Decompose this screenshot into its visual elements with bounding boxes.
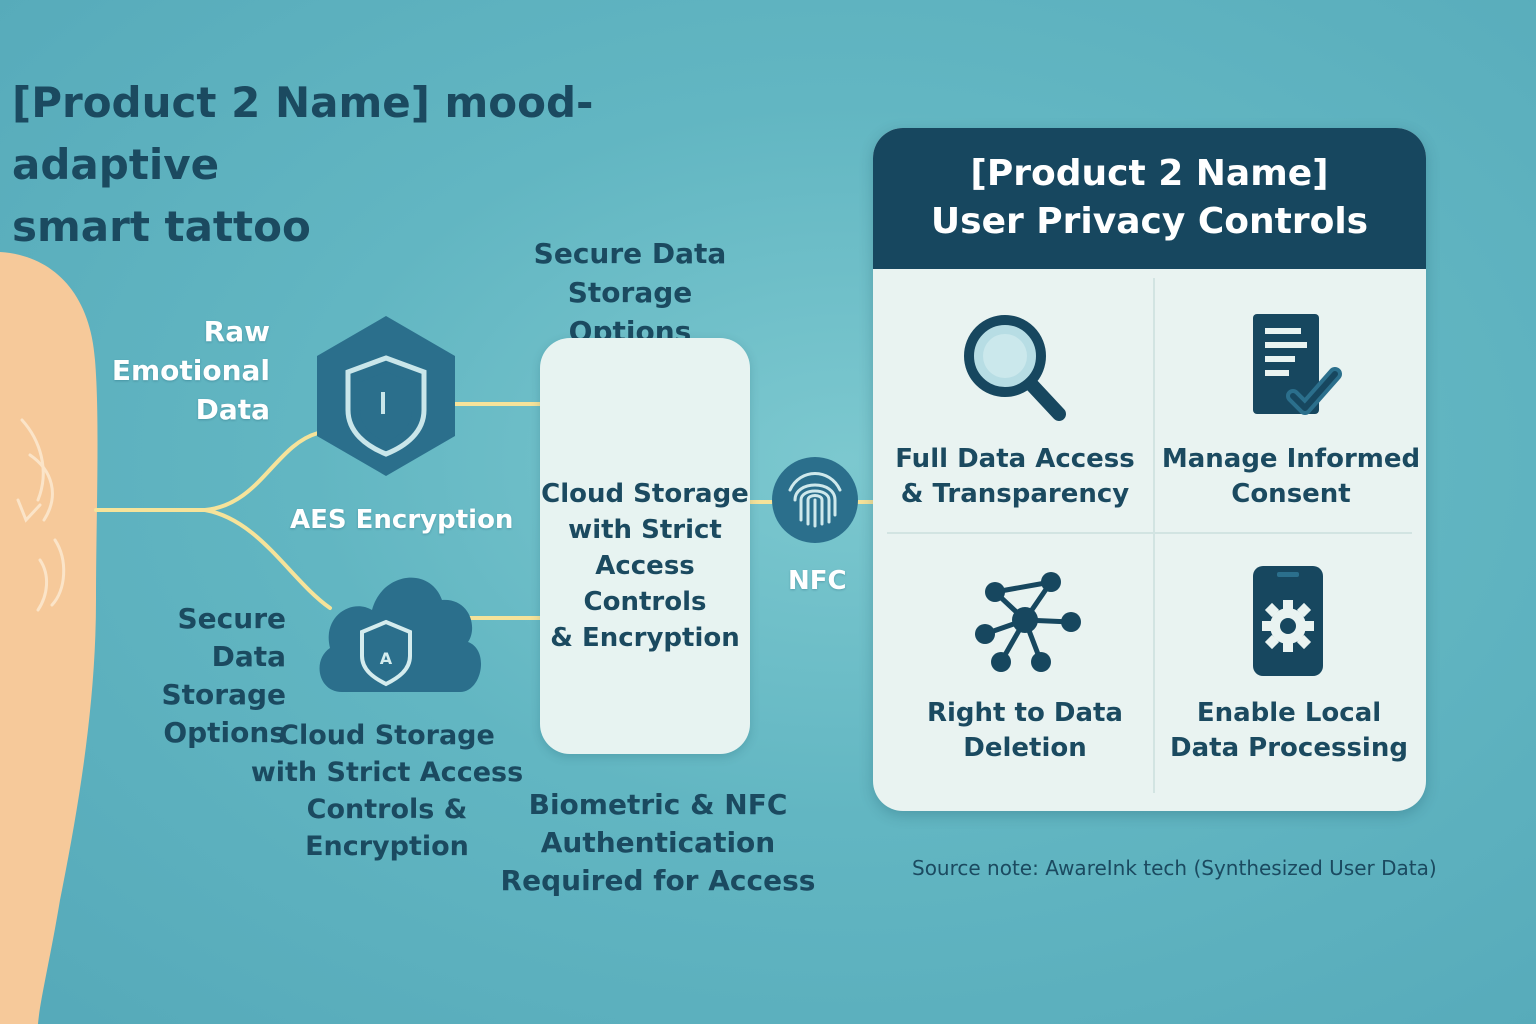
phone-gear-icon xyxy=(1253,566,1323,676)
title-line-2: smart tattoo xyxy=(12,202,311,251)
tattoo-marks xyxy=(16,418,66,612)
nfc-label: NFC xyxy=(788,566,847,596)
panel-title-line-2: User Privacy Controls xyxy=(930,201,1369,242)
svg-text:A: A xyxy=(380,649,393,668)
panel-header: [Product 2 Name] User Privacy Controls xyxy=(873,128,1426,269)
control-data-access[interactable]: Full Data Access & Transparency xyxy=(877,308,1153,568)
panel-divider-vertical xyxy=(1153,278,1155,793)
control-data-deletion[interactable]: Right to Data Deletion xyxy=(887,562,1163,811)
aes-encryption-label: AES Encryption xyxy=(290,505,514,535)
control-label: Full Data Access & Transparency xyxy=(895,444,1135,509)
secure-storage-top-label: Secure Data Storage Options xyxy=(533,237,727,348)
connector-lines xyxy=(94,402,875,620)
source-note: Source note: AwareInk tech (Synthesized … xyxy=(912,856,1437,880)
panel-title-line-1: [Product 2 Name] xyxy=(970,153,1329,194)
control-label: Right to Data Deletion xyxy=(927,698,1123,763)
page-title: [Product 2 Name] mood-adaptive smart tat… xyxy=(12,72,772,258)
panel-divider-horizontal xyxy=(887,532,1412,534)
cloud-storage-card xyxy=(540,338,750,754)
secure-storage-left-label: Secure Data Storage Options xyxy=(161,602,286,749)
raw-data-label: Raw Emotional Data xyxy=(111,315,270,426)
document-check-icon xyxy=(1253,314,1342,415)
control-label: Manage Informed Consent xyxy=(1161,444,1421,509)
network-icon xyxy=(975,572,1081,672)
biometric-auth-label: Biometric & NFC Authentication Required … xyxy=(500,788,816,897)
title-line-1: [Product 2 Name] mood-adaptive xyxy=(12,78,594,189)
control-informed-consent[interactable]: Manage Informed Consent xyxy=(1153,308,1426,568)
cloud-storage-card-label: Cloud Storage with Strict Access Control… xyxy=(541,479,749,653)
cloud-shield-icon: A xyxy=(319,577,482,692)
arm-shape xyxy=(0,252,98,1024)
privacy-controls-panel: [Product 2 Name] User Privacy Controls F… xyxy=(873,128,1426,811)
fingerprint-icon xyxy=(772,457,858,543)
hex-shield-icon xyxy=(317,316,455,476)
magnifier-icon xyxy=(964,315,1066,421)
control-local-processing[interactable]: Enable Local Data Processing xyxy=(1151,562,1426,811)
control-label: Enable Local Data Processing xyxy=(1170,698,1408,763)
cloud-storage-left-label: Cloud Storage with Strict Access Control… xyxy=(250,720,524,862)
